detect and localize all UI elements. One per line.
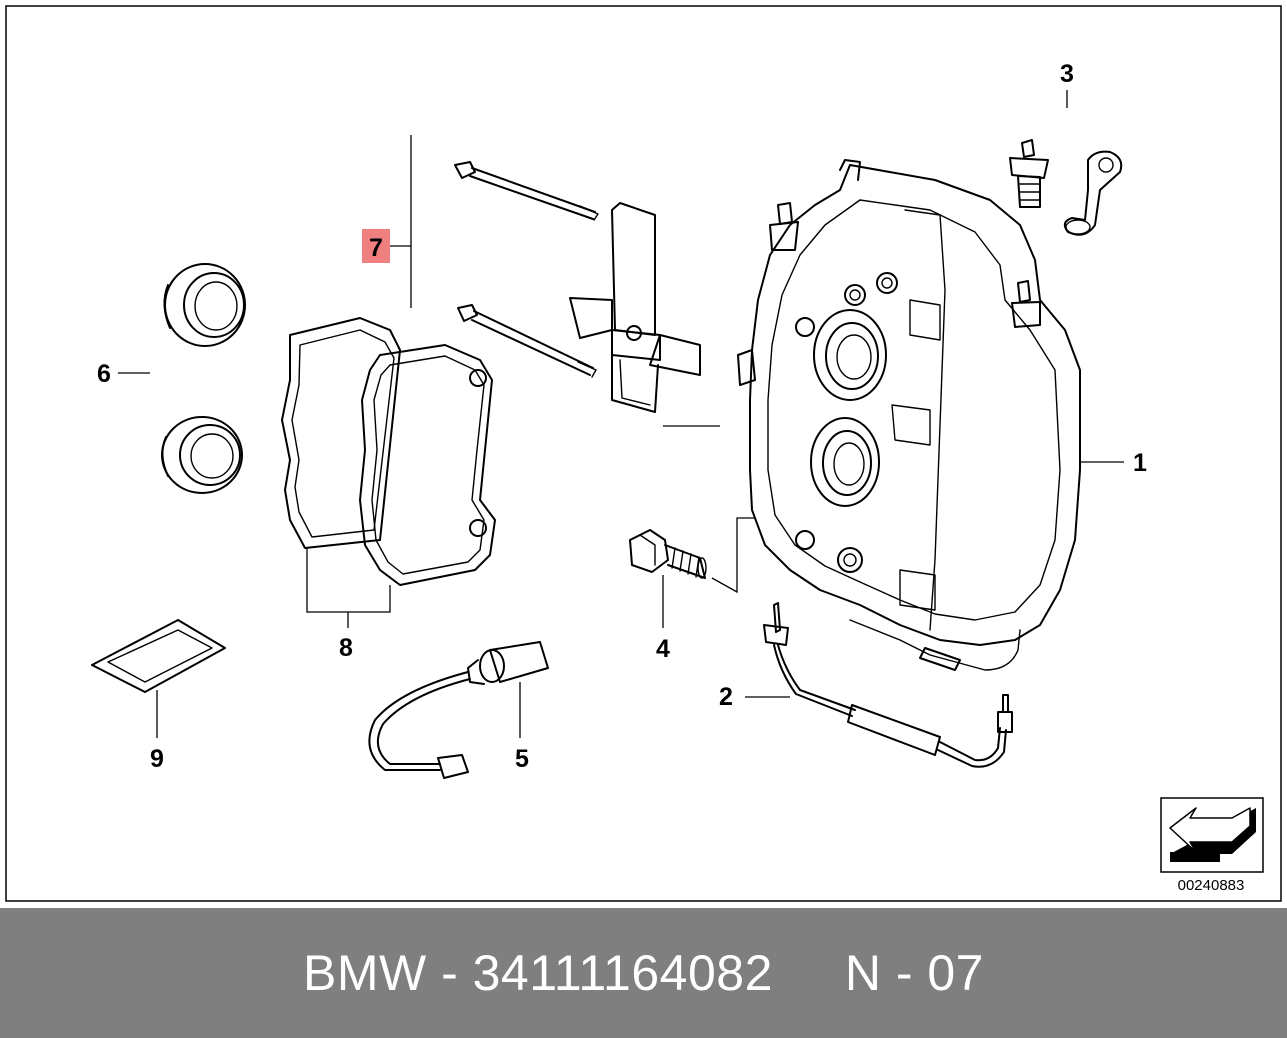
- diagram-frame: [5, 5, 1282, 902]
- callout-9[interactable]: 9: [150, 745, 164, 773]
- brake-pad-front: [359, 344, 496, 586]
- callout-6[interactable]: 6: [97, 360, 111, 388]
- leader-lines: [118, 90, 1124, 738]
- exploded-view-svg: 3 1 6 7 8 4 2 5 9 00240883: [5, 5, 1282, 902]
- caliper-bolt: [629, 529, 707, 579]
- parts-diagram: 3 1 6 7 8 4 2 5 9 00240883: [5, 5, 1282, 902]
- dust-boot-lower: [161, 416, 243, 494]
- footer-bar: BMW - 34111164082 N - 07: [0, 908, 1287, 1038]
- wear-sensor: [368, 641, 549, 779]
- callout-5[interactable]: 5: [515, 745, 529, 773]
- part-number-caption: BMW - 34111164082 N - 07: [303, 945, 984, 1001]
- guide-pin-lower: [457, 304, 597, 378]
- guide-pin-upper: [454, 161, 599, 221]
- orientation-arrow-icon: [1160, 797, 1264, 873]
- callout-3[interactable]: 3: [1060, 60, 1074, 88]
- callout-7[interactable]: 7: [369, 234, 383, 262]
- bleeder-valve: [1009, 139, 1049, 208]
- callout-2[interactable]: 2: [719, 683, 733, 711]
- brake-line: [763, 602, 1021, 768]
- grease-packet: [91, 619, 226, 693]
- dust-boot-upper: [163, 263, 246, 347]
- doc-number: 00240883: [1178, 877, 1245, 894]
- brake-pad-rear: [281, 317, 401, 549]
- brake-caliper: [737, 159, 1081, 646]
- callout-1[interactable]: 1: [1133, 449, 1147, 477]
- callout-4[interactable]: 4: [656, 635, 670, 663]
- bleeder-bracket: [1063, 150, 1123, 236]
- anti-rattle-spring: [569, 202, 701, 413]
- callout-7-highlight: [362, 229, 390, 263]
- callout-8[interactable]: 8: [339, 634, 353, 662]
